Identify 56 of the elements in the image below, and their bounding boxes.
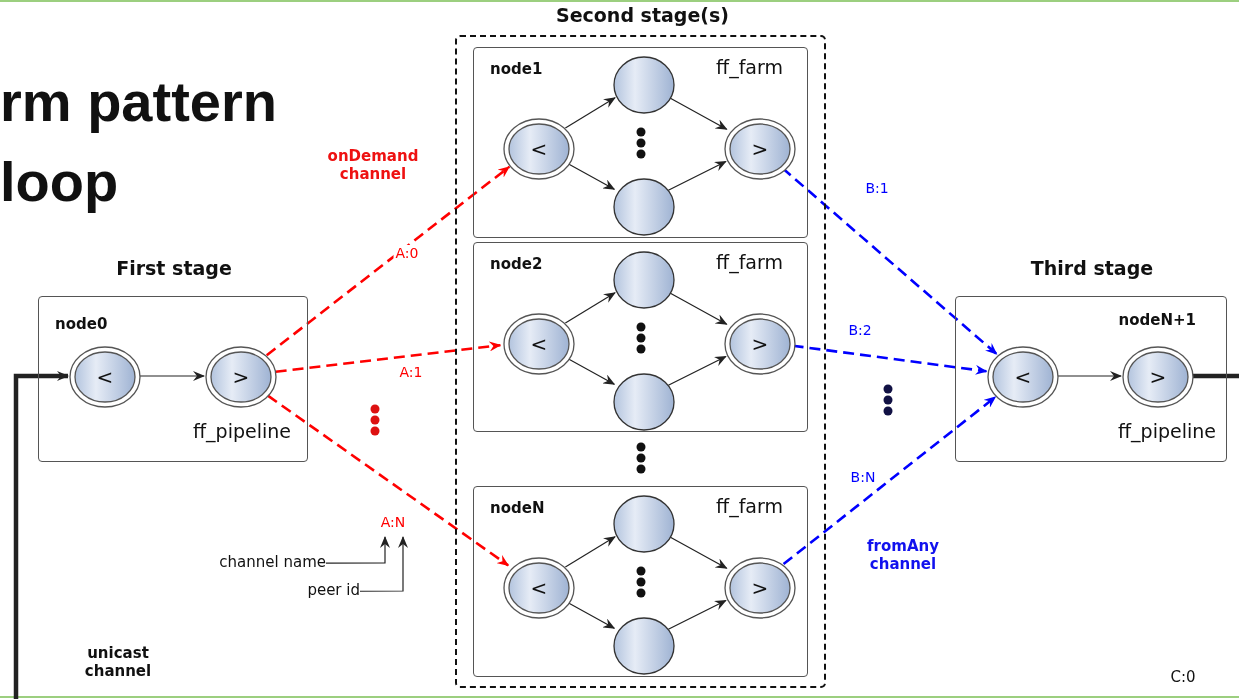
symbol-label: <	[1014, 364, 1032, 389]
leader-line	[325, 536, 390, 564]
symbol-label: >	[751, 575, 769, 600]
stage-heading: Third stage	[1029, 257, 1155, 279]
node-name: node1	[490, 60, 543, 78]
process-box	[473, 47, 808, 238]
edge-label: A:1	[397, 364, 425, 380]
node-name: node0	[55, 315, 108, 333]
stage-heading: Second stage(s)	[555, 4, 730, 26]
arrow	[667, 599, 727, 630]
symbol-label: <	[96, 364, 114, 389]
symbol-label: <	[530, 575, 548, 600]
arrow	[564, 536, 616, 568]
leader-line	[359, 536, 408, 592]
arrow	[782, 395, 997, 566]
slide-title: rm pattern loop	[0, 69, 278, 215]
arrow	[781, 167, 998, 355]
annotation-text: C:0	[1169, 668, 1197, 686]
edge-label: B:2	[846, 322, 874, 338]
symbol-label: >	[751, 136, 769, 161]
node-type-label: ff_pipeline	[193, 420, 291, 442]
annotation-text: peer id	[307, 581, 360, 599]
arrow	[667, 355, 727, 386]
edge-label: B:N	[848, 469, 878, 485]
node-name: nodeN+1	[1118, 311, 1196, 329]
process-box	[473, 486, 808, 677]
arrow	[1057, 371, 1122, 381]
node-type-label: ff_farm	[716, 251, 783, 273]
annotation-text: unicast channel	[83, 644, 153, 680]
stage-heading: First stage	[115, 257, 233, 279]
edge-label: B:1	[863, 180, 891, 196]
arrow	[139, 371, 205, 381]
arrow	[275, 341, 502, 374]
symbol-label: <	[530, 136, 548, 161]
node-name: nodeN	[490, 499, 545, 517]
annotation-text: onDemand channel	[326, 147, 420, 183]
arrow	[267, 394, 509, 567]
arrow	[564, 97, 616, 129]
arrow	[564, 292, 616, 324]
symbol-label: >	[751, 331, 769, 356]
annotation-text: channel name	[219, 553, 326, 571]
process-box	[473, 242, 808, 432]
connector-line	[13, 371, 69, 699]
connector-line	[1193, 373, 1239, 379]
arrow	[265, 165, 511, 357]
annotation-text: fromAny channel	[866, 537, 940, 573]
node-name: node2	[490, 255, 543, 273]
symbol-label: >	[1149, 364, 1167, 389]
symbol-label: >	[232, 364, 250, 389]
edge-label: A:0	[393, 245, 421, 261]
node-type-label: ff_farm	[716, 495, 783, 517]
node-type-label: ff_farm	[716, 56, 783, 78]
node-type-label: ff_pipeline	[1118, 420, 1216, 442]
symbol-label: <	[530, 331, 548, 356]
arrow	[667, 160, 727, 191]
arrow	[792, 344, 988, 375]
